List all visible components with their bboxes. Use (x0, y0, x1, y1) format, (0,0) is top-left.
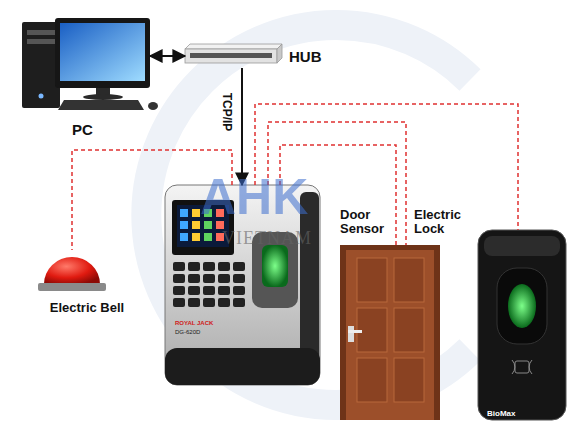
hub-picture (185, 44, 282, 63)
watermark: AHK (200, 168, 308, 226)
node-label: HUB (289, 48, 322, 65)
reader-picture (478, 230, 566, 420)
computer-picture (22, 18, 158, 110)
brand-text: ROYAL JACK (175, 320, 213, 326)
node-label: Electric Bell (50, 300, 124, 315)
model-text: DG-620D (175, 329, 200, 335)
brand-text: BioMax (487, 409, 515, 418)
node-label: Electric Lock (414, 208, 468, 237)
edge-label: TCP/IP (220, 91, 234, 134)
network-arrow (150, 55, 185, 57)
electric-bell: Electric Bell (28, 250, 146, 318)
node-label: Door Sensor (340, 208, 394, 237)
door: Door SensorElectric Lock (340, 245, 440, 420)
bell-picture (38, 257, 106, 291)
watermark: VIETNAM (222, 228, 312, 249)
computer: PC (15, 15, 150, 140)
network-hub: HUB (185, 44, 325, 68)
network-arrow (241, 68, 243, 185)
door-picture (340, 245, 440, 420)
fingerprint-reader: BioMax (478, 230, 566, 420)
node-label: PC (72, 121, 93, 138)
watermark-ring (146, 25, 470, 405)
